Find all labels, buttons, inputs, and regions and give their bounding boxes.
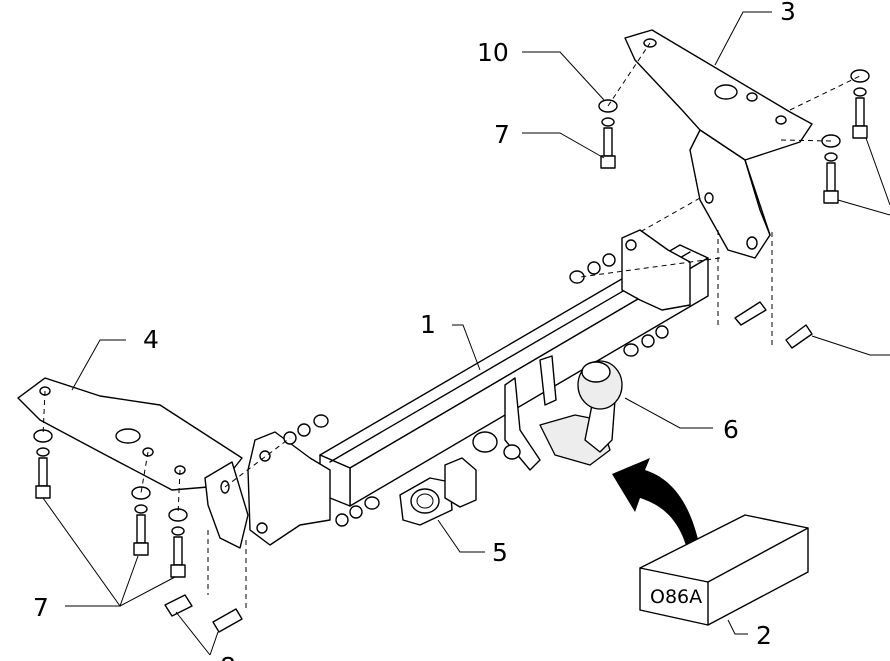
right-mounting-bracket: [624, 29, 813, 259]
callout-6: 6: [723, 415, 739, 444]
callout-10: 10: [477, 38, 509, 67]
callout-7-left: 7: [33, 593, 49, 622]
callout-5: 5: [492, 538, 508, 567]
callout-8: 8: [220, 652, 236, 661]
callout-1: 1: [420, 310, 436, 339]
left-bolt-stacks: [33, 429, 243, 633]
callout-7-top: 7: [494, 120, 510, 149]
top-bolt-stack: [598, 99, 618, 169]
leader-lines: [42, 11, 890, 656]
tow-ball-assembly: [472, 355, 623, 471]
kit-box-code: O86A: [650, 586, 702, 608]
install-arrow: [612, 458, 700, 552]
socket-plate: [399, 457, 477, 526]
alignment-lines: [42, 42, 861, 610]
callout-labels: 3 10 7 4 1 6 5 7 2 8: [33, 0, 796, 661]
callout-3: 3: [780, 0, 796, 26]
beam-fasteners: [283, 253, 669, 527]
callout-2: 2: [756, 621, 772, 650]
callout-4: 4: [143, 325, 159, 354]
left-mounting-bracket: [17, 377, 249, 549]
main-crossbar: [247, 229, 709, 546]
kit-box: O86A: [639, 514, 809, 626]
right-bolt-stacks: [734, 69, 870, 349]
